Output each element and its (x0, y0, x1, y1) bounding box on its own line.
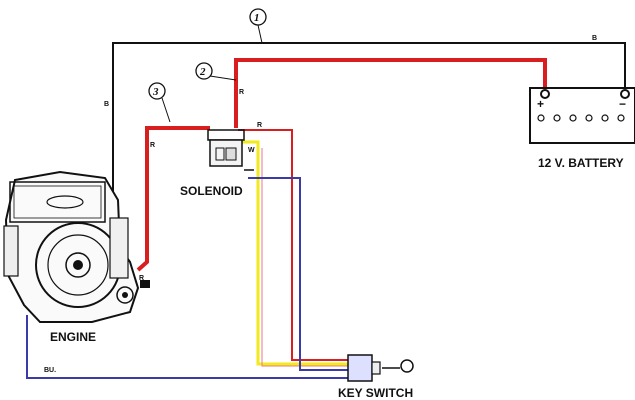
battery-positive-sign: + (537, 97, 544, 111)
key-switch-label: KEY SWITCH (338, 386, 413, 400)
wire-number-1: 1 (254, 12, 260, 24)
code-r-eng: R (139, 275, 144, 282)
wire-red-switch (238, 129, 348, 361)
code-w-sol: W (248, 147, 255, 154)
battery: + − (529, 87, 635, 144)
code-b-left: B (104, 101, 109, 108)
solenoid (207, 129, 254, 171)
wire-red-starter (136, 126, 210, 272)
wire-yellow (220, 140, 348, 366)
code-b-top: B (592, 35, 597, 42)
engine-label: ENGINE (50, 330, 96, 344)
battery-label: 12 V. BATTERY (538, 156, 624, 170)
wire-black-ground (112, 42, 626, 222)
code-r-sol: R (257, 122, 262, 129)
wire-pink (261, 148, 348, 367)
solenoid-label: SOLENOID (180, 184, 243, 198)
wire-blue-engine (26, 315, 351, 379)
code-r-2: R (239, 89, 244, 96)
code-r-3: R (150, 142, 155, 149)
wire-number-2: 2 (199, 66, 206, 78)
wire-blue-solenoid (248, 177, 350, 371)
wire-number-3: 3 (152, 86, 159, 98)
code-bu: BU. (44, 367, 56, 374)
key-switch (347, 354, 414, 382)
wire-red-battery (234, 58, 547, 128)
battery-negative-sign: − (619, 97, 626, 111)
engine (3, 170, 150, 323)
